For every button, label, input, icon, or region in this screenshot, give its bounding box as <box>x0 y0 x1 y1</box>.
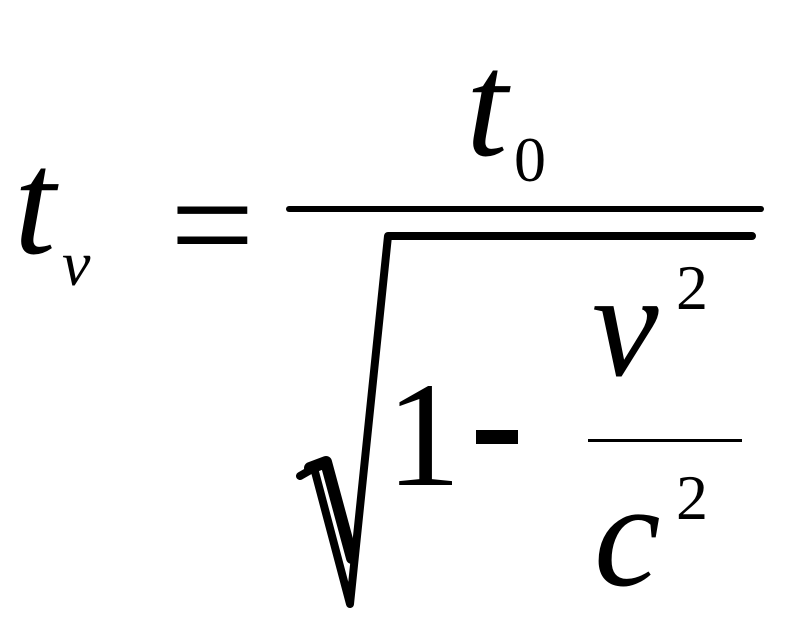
radicand-one: 1 <box>386 352 461 518</box>
lhs-subscript-v: v <box>62 228 91 299</box>
numerator-subscript-zero: 0 <box>514 124 546 195</box>
minus-sign <box>476 430 518 444</box>
numerator-time-symbol: t <box>466 22 508 188</box>
velocity-exponent: 2 <box>676 252 708 323</box>
square-root-icon <box>296 232 756 608</box>
velocity-symbol: v <box>592 242 659 408</box>
inner-fraction-bar <box>588 439 742 442</box>
lhs-time-symbol: t <box>14 120 56 286</box>
light-speed-symbol: c <box>594 452 661 618</box>
equals-sign: = <box>170 142 255 308</box>
main-fraction-bar <box>286 206 764 212</box>
light-speed-exponent: 2 <box>676 462 708 533</box>
